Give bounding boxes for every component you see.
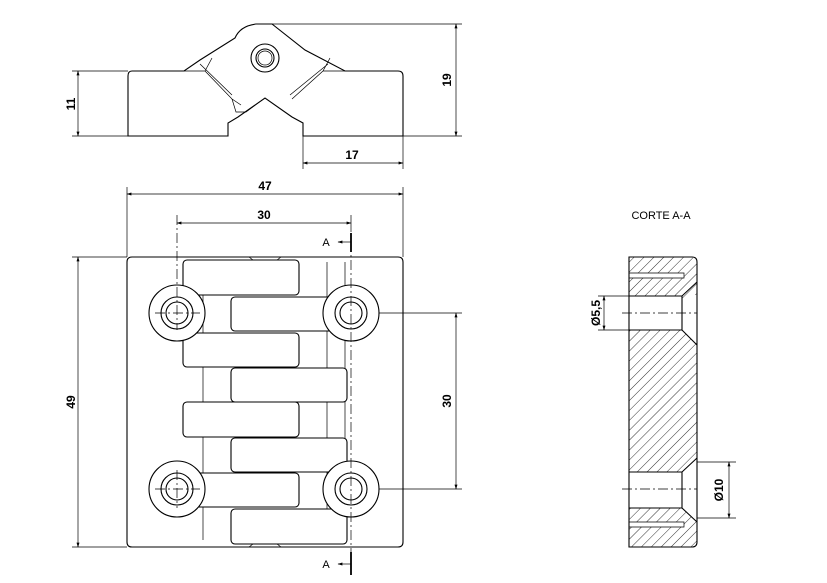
section-marker-a-top: A <box>322 233 352 252</box>
dim-11-label: 11 <box>64 97 78 110</box>
section-slots <box>629 272 685 528</box>
dim-19-label: 19 <box>440 73 454 87</box>
section-hatched-body <box>629 257 697 547</box>
dim-47: 47 <box>126 179 404 257</box>
dim-47-label: 47 <box>258 179 272 193</box>
section-marker-top-label: A <box>322 237 330 249</box>
section-bore-bottom <box>629 457 698 523</box>
center-lines <box>155 215 352 556</box>
knuckle-3 <box>182 332 300 368</box>
dim-counterbore-diameter: Ø10 <box>697 461 736 519</box>
dim-30-horizontal-label: 30 <box>257 208 271 222</box>
top-view-inner-lines <box>184 57 345 113</box>
dim-49-label: 49 <box>64 395 78 409</box>
knuckle-6 <box>230 437 348 473</box>
dim-17: 17 <box>302 136 404 169</box>
section-marker-a-bottom: A <box>322 552 352 575</box>
dim-17-label: 17 <box>345 148 359 162</box>
dim-30-horizontal: 30 <box>176 208 352 232</box>
knuckle-1 <box>182 259 300 296</box>
section-marker-bottom-label: A <box>322 559 330 571</box>
front-view: A A 47 30 49 <box>64 179 462 575</box>
dim-bore-diameter: Ø5,5 <box>589 295 629 331</box>
top-view-outline <box>127 23 404 137</box>
top-view-pin <box>250 43 280 73</box>
section-outline <box>628 256 698 548</box>
dim-19: 19 <box>272 23 462 137</box>
dim-11: 11 <box>64 70 128 137</box>
knuckle-5 <box>182 401 300 438</box>
knuckle-4 <box>230 367 348 403</box>
front-view-plate <box>126 256 404 548</box>
knuckle-8 <box>230 508 348 545</box>
dim-49: 49 <box>64 256 127 548</box>
section-view: CORTE A-A Ø5,5 Ø10 <box>589 210 736 548</box>
dim-30-vertical-label: 30 <box>440 394 454 408</box>
section-title: CORTE A-A <box>631 210 691 222</box>
dim-bore-diameter-label: Ø5,5 <box>589 300 603 326</box>
knuckles <box>182 256 348 548</box>
dim-counterbore-diameter-label: Ø10 <box>712 478 726 501</box>
top-view: 11 19 17 <box>64 23 462 169</box>
dim-30-vertical: 30 <box>379 312 462 490</box>
